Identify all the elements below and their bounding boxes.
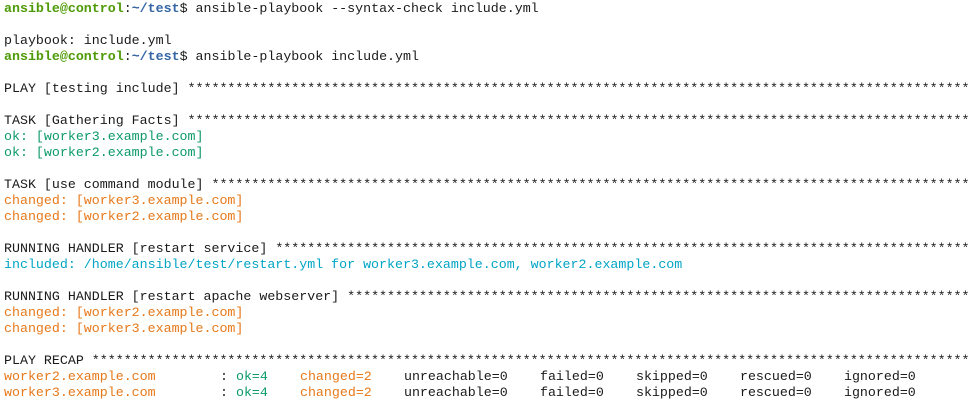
changed-line: changed: [worker3.example.com] <box>4 321 244 336</box>
blank-line <box>4 337 968 353</box>
task-header-facts: TASK [Gathering Facts] *****************… <box>4 113 968 129</box>
stars-divider: ****************************************… <box>275 241 968 256</box>
ok-line: ok: [worker2.example.com] <box>4 145 204 160</box>
prompt-path: ~/test <box>131 49 180 64</box>
recap-changed: changed=2 <box>299 369 372 384</box>
stars-divider: ****************************************… <box>187 113 968 128</box>
prompt-dollar: $ <box>179 49 196 64</box>
prompt-separator: : <box>123 1 132 16</box>
command-text: ansible-playbook --syntax-check include.… <box>195 1 539 16</box>
handler-header-restart-service: RUNNING HANDLER [restart service] ******… <box>4 241 968 257</box>
recap-unreachable: unreachable=0 <box>403 385 508 400</box>
blank-line <box>4 17 968 33</box>
recap-colon: : <box>220 369 236 384</box>
recap-header: PLAY RECAP *****************************… <box>4 353 968 369</box>
recap-ok: ok=4 <box>235 369 268 384</box>
recap-skipped: skipped=0 <box>635 369 708 384</box>
recap-row-worker3: worker3.example.com: ok=4 changed=2 unreac… <box>4 385 968 401</box>
syntax-result: playbook: include.yml <box>4 33 172 48</box>
recap-unreachable: unreachable=0 <box>403 369 508 384</box>
changed-line: changed: [worker2.example.com] <box>4 305 244 320</box>
task-header-text: TASK [use command module] <box>4 177 212 192</box>
changed-line: changed: [worker2.example.com] <box>4 209 244 224</box>
prompt-line-1: ansible@control:~/test$ ansible-playbook… <box>4 1 968 17</box>
stars-divider: ****************************************… <box>91 353 968 368</box>
blank-line <box>4 225 968 241</box>
play-header-text: PLAY [testing include] <box>4 81 188 96</box>
stars-divider: ****************************************… <box>187 81 968 96</box>
blank-line <box>4 65 968 81</box>
prompt-separator: : <box>123 49 132 64</box>
recap-skipped: skipped=0 <box>635 385 708 400</box>
recap-host: worker2.example.com <box>4 369 156 384</box>
recap-failed: failed=0 <box>539 369 604 384</box>
recap-ok: ok=4 <box>235 385 268 400</box>
play-header: PLAY [testing include] *****************… <box>4 81 968 97</box>
recap-failed: failed=0 <box>539 385 604 400</box>
task-header-text: TASK [Gathering Facts] <box>4 113 188 128</box>
recap-colon: : <box>220 385 236 400</box>
recap-row-worker2: worker2.example.com: ok=4 changed=2 unreac… <box>4 369 968 385</box>
handler-header-restart-apache: RUNNING HANDLER [restart apache webserve… <box>4 289 968 305</box>
stars-divider: ****************************************… <box>211 177 968 192</box>
handler-header-text: RUNNING HANDLER [restart service] <box>4 241 276 256</box>
changed-line: changed: [worker3.example.com] <box>4 193 244 208</box>
recap-host: worker3.example.com <box>4 385 156 400</box>
prompt-line-2: ansible@control:~/test$ ansible-playbook… <box>4 49 968 65</box>
prompt-path: ~/test <box>131 1 180 16</box>
ok-line: ok: [worker3.example.com] <box>4 129 204 144</box>
prompt-user-host: ansible@control <box>4 49 124 64</box>
prompt-dollar: $ <box>179 1 196 16</box>
blank-line <box>4 273 968 289</box>
recap-changed: changed=2 <box>299 385 372 400</box>
blank-line <box>4 97 968 113</box>
command-text: ansible-playbook include.yml <box>195 49 419 64</box>
recap-rescued: rescued=0 <box>739 385 812 400</box>
recap-rescued: rescued=0 <box>739 369 812 384</box>
stars-divider: ****************************************… <box>347 289 968 304</box>
handler-header-text: RUNNING HANDLER [restart apache webserve… <box>4 289 348 304</box>
recap-ignored: ignored=0 <box>843 369 916 384</box>
included-line: included: /home/ansible/test/restart.yml… <box>4 257 683 272</box>
recap-header-text: PLAY RECAP <box>4 353 92 368</box>
prompt-user-host: ansible@control <box>4 1 124 16</box>
task-header-command: TASK [use command module] **************… <box>4 177 968 193</box>
blank-line <box>4 161 968 177</box>
recap-ignored: ignored=0 <box>843 385 916 400</box>
